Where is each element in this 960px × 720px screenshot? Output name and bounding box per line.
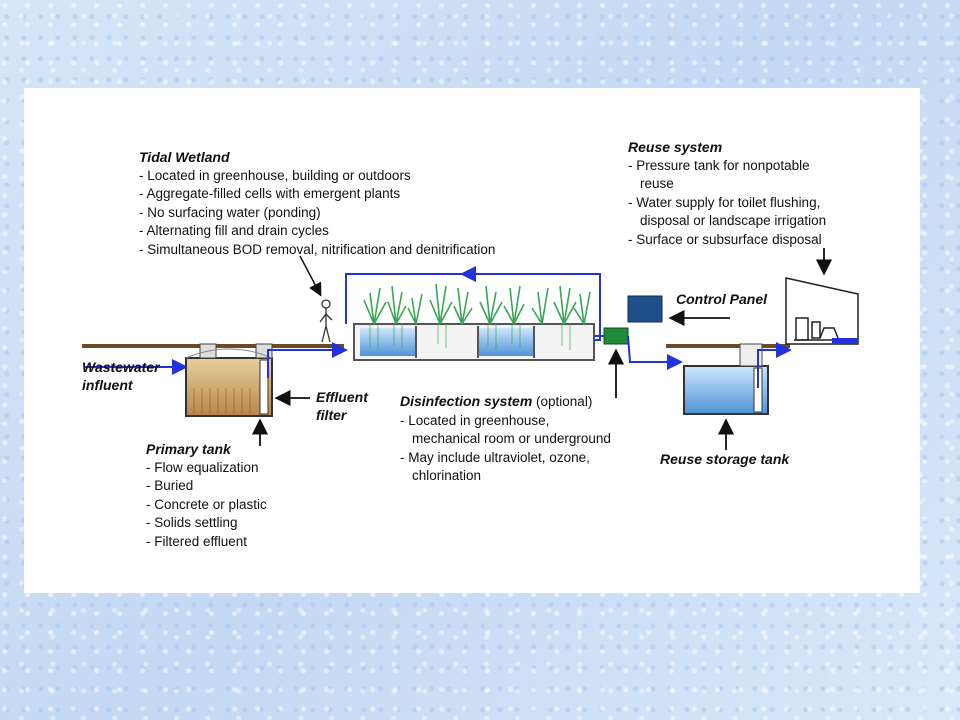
primary-tank-label: Primary tank - Flow equalization - Burie… (146, 440, 267, 551)
tidal-wetland-basin (353, 323, 595, 361)
reuse-storage-tank-label: Reuse storage tank (660, 451, 790, 467)
reuse-system-item: disposal or landscape irrigation (640, 213, 827, 228)
tidal-wetland-label: Tidal Wetland - Located in greenhouse, b… (139, 148, 495, 259)
tidal-wetland-item: - Alternating fill and drain cycles (139, 223, 329, 238)
treatment-system-diagram (82, 248, 859, 450)
recirculation-pipe (345, 273, 601, 341)
disinfection-system-qualifier: (optional) (536, 394, 593, 409)
reuse-system-item: reuse (640, 176, 674, 191)
wastewater-influent-line1: Wastewater (82, 359, 160, 375)
effluent-filter-line2: filter (316, 407, 347, 423)
tidal-wetland-title: Tidal Wetland (139, 149, 230, 165)
effluent-pipe (267, 342, 348, 378)
wastewater-influent-line2: influent (82, 377, 133, 393)
tidal-wetland-item: - No surfacing water (ponding) (139, 204, 321, 220)
diagram-panel: Tidal Wetland - Located in greenhouse, b… (24, 88, 920, 593)
reuse-system-item: - Water supply for toilet flushing, (628, 194, 821, 210)
primary-tank-title: Primary tank (146, 441, 231, 457)
reuse-system-item: - Surface or subsurface disposal (628, 231, 822, 247)
emergent-plants (363, 283, 591, 325)
disinfection-system-item: mechanical room or underground (412, 431, 611, 446)
disinfection-system-item: - Located in greenhouse, (400, 412, 550, 428)
primary-tank-item: - Filtered effluent (146, 533, 248, 549)
tidal-wetland-item: - Aggregate-filled cells with emergent p… (139, 186, 401, 201)
reuse-system-item: - Pressure tank for nonpotable (628, 157, 810, 173)
primary-tank-item: - Buried (146, 478, 194, 493)
disinfection-system-label: Disinfection system (optional) - Located… (400, 392, 611, 486)
disinfection-system-title: Disinfection system (400, 393, 533, 409)
disinfection-system-item: - May include ultraviolet, ozone, (400, 449, 590, 465)
reuse-storage-tank-graphic (683, 343, 769, 415)
primary-tank-item: - Concrete or plastic (146, 496, 267, 512)
arrow-to-person (299, 255, 322, 297)
disinfected-pipe (627, 335, 683, 370)
reuse-building (785, 277, 859, 345)
reuse-system-label: Reuse system - Pressure tank for nonpota… (628, 138, 826, 249)
disinfection-unit (603, 327, 629, 345)
reuse-system-title: Reuse system (628, 139, 723, 155)
tidal-wetland-item: - Located in greenhouse, building or out… (139, 167, 411, 183)
effluent-filter-label: Effluent filter (316, 388, 368, 424)
primary-tank-graphic (185, 343, 273, 417)
wastewater-influent-label: Wastewater influent (82, 358, 160, 394)
disinfection-system-item: chlorination (412, 468, 482, 483)
primary-tank-item: - Flow equalization (146, 459, 259, 475)
control-panel-box (627, 295, 663, 323)
tidal-wetland-item: - Simultaneous BOD removal, nitrificatio… (139, 241, 496, 257)
person-figure (319, 299, 333, 343)
primary-tank-item: - Solids settling (146, 515, 238, 530)
control-panel-label: Control Panel (676, 291, 768, 307)
effluent-filter-line1: Effluent (316, 389, 368, 405)
